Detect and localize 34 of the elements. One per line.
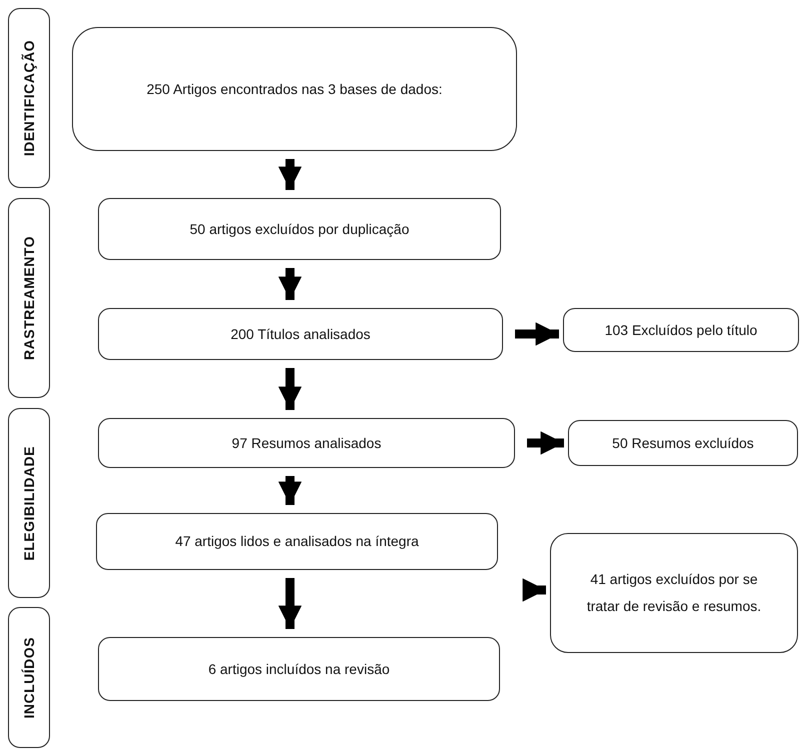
process-box (568, 420, 798, 466)
stage-band (8, 607, 50, 748)
box-text: 50 Resumos excluídos (612, 434, 754, 453)
process-box (563, 308, 799, 352)
block-arrow (278, 368, 302, 410)
box-text: 41 artigos excluídos por se tratar de revisão e resumos. (586, 570, 762, 616)
stage-label: INCLUÍDOS (22, 636, 36, 718)
process-box (98, 198, 501, 260)
block-arrow (527, 431, 564, 455)
block-arrow (515, 322, 559, 346)
block-arrow (278, 476, 302, 505)
block-arrow (278, 268, 302, 300)
stage-band (8, 8, 50, 188)
stage-band (8, 198, 50, 398)
box-text: 6 artigos incluídos na revisão (208, 660, 390, 679)
stage-band (8, 408, 50, 598)
process-box (98, 418, 515, 468)
box-text: 50 artigos excluídos por duplicação (190, 220, 410, 239)
process-box (98, 308, 503, 360)
box-text: 97 Resumos analisados (232, 434, 382, 453)
process-box (96, 513, 498, 570)
block-arrow (278, 578, 302, 629)
process-box (98, 637, 500, 701)
stage-label: IDENTIFICAÇÃO (22, 40, 36, 156)
stage-label: RASTREAMENTO (22, 236, 36, 360)
process-box (72, 27, 517, 151)
box-text: 200 Títulos analisados (230, 324, 370, 344)
block-arrow (278, 159, 302, 190)
process-box (550, 533, 798, 653)
box-text: 47 artigos lidos e analisados na íntegra (175, 532, 419, 552)
stage-label: ELEGIBILIDADE (22, 446, 36, 560)
box-text: 250 Artigos encontrados nas 3 bases de dados: (146, 80, 442, 99)
block-arrow (522, 578, 546, 602)
box-text: 103 Excluídos pelo título (604, 320, 758, 340)
